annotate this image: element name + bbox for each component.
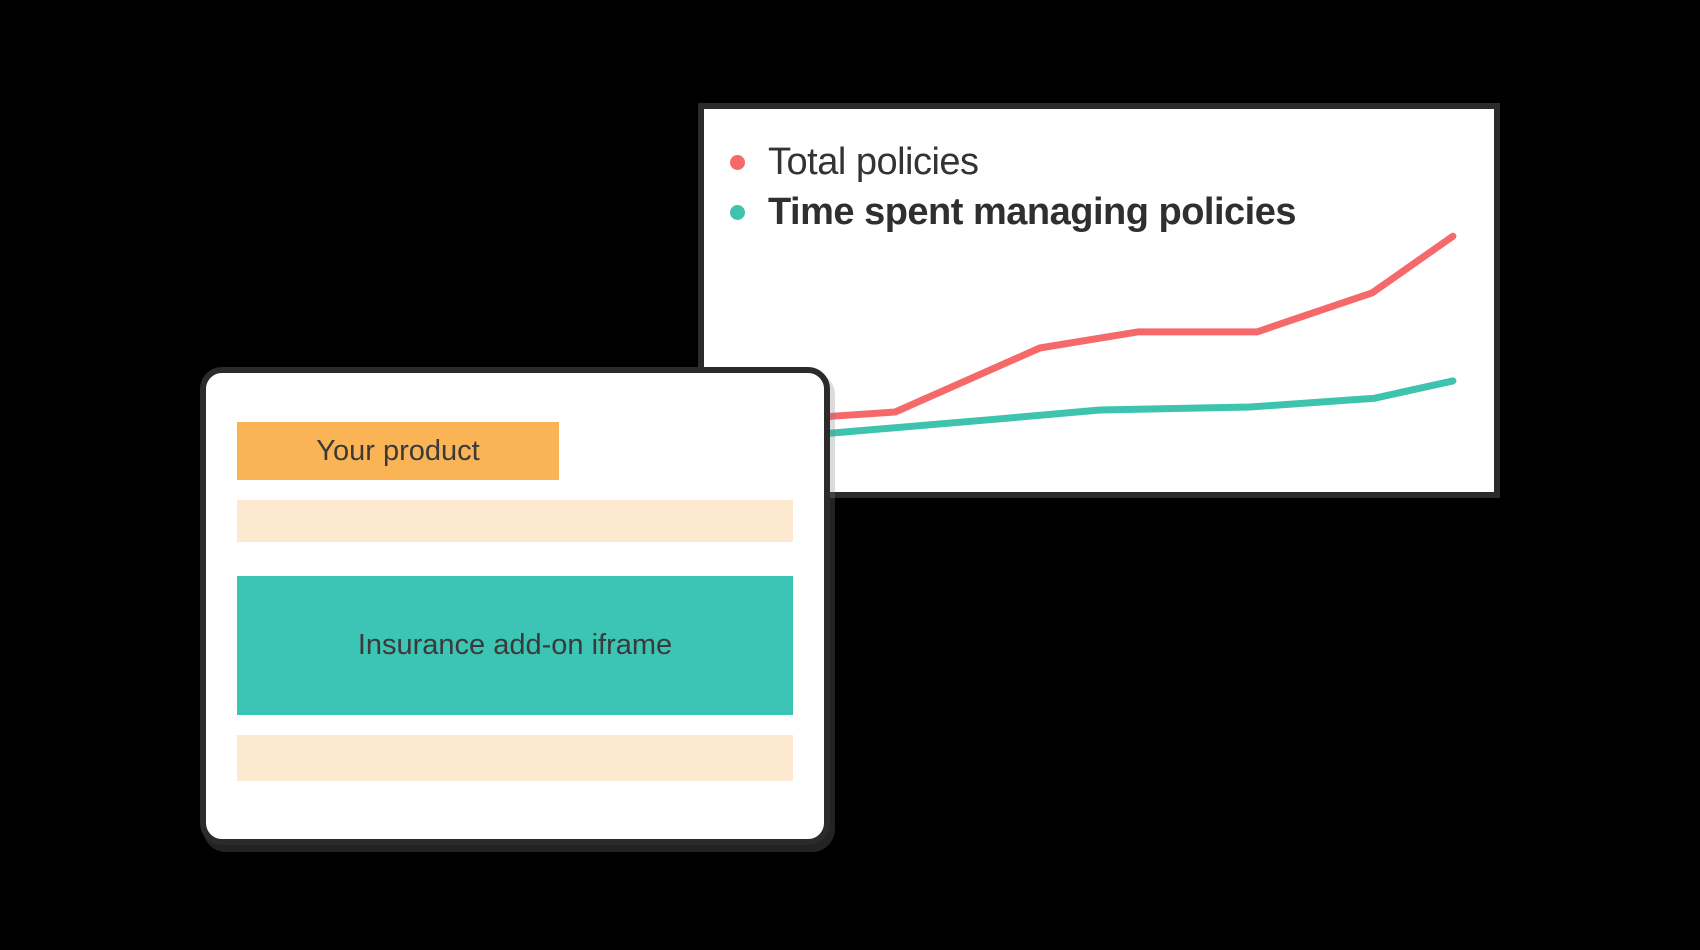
your-product-label: Your product	[316, 434, 480, 467]
series-line-1	[726, 377, 1457, 442]
legend-item-time-spent-managing-policies: Time spent managing policies	[730, 187, 1296, 237]
line-chart	[726, 232, 1457, 442]
content-placeholder-bar	[237, 500, 793, 542]
insurance-addon-iframe-label: Insurance add-on iframe	[357, 629, 673, 661]
your-product-block: Your product	[237, 422, 559, 480]
series-line-0	[726, 232, 1457, 429]
content-placeholder-bar	[237, 735, 793, 781]
legend-dot-red-icon	[730, 154, 745, 170]
legend-dot-teal-icon	[730, 204, 745, 220]
legend-item-total-policies: Total policies	[730, 137, 1296, 187]
chart-legend: Total policies Time spent managing polic…	[730, 137, 1296, 237]
legend-label: Time spent managing policies	[768, 191, 1296, 233]
insurance-addon-iframe-block: Insurance add-on iframe	[237, 576, 793, 715]
product-mockup-card: Your product Insurance add-on iframe	[200, 367, 830, 845]
chart-card: Total policies Time spent managing polic…	[698, 103, 1500, 498]
legend-label: Total policies	[768, 141, 979, 183]
